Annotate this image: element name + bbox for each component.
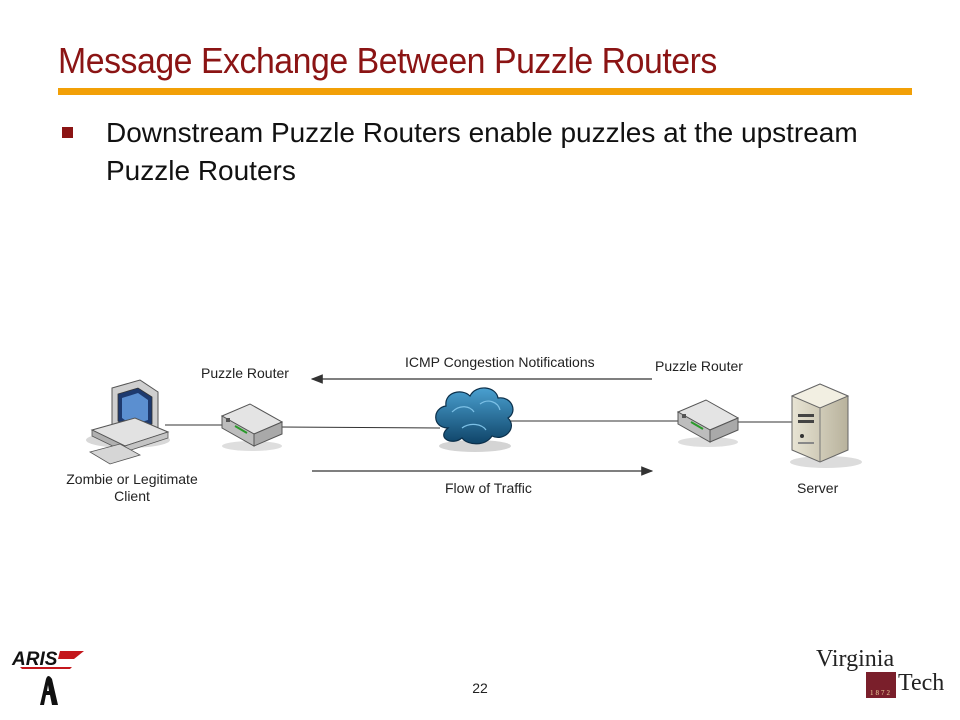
client-computer-icon xyxy=(86,379,170,465)
server-label: Server xyxy=(797,480,839,496)
client-label-line2: Client xyxy=(114,488,150,504)
icmp-label: ICMP Congestion Notifications xyxy=(405,354,595,370)
internet-cloud-icon xyxy=(435,387,514,452)
bullet-marker xyxy=(62,127,73,138)
page-number: 22 xyxy=(472,680,488,696)
aris-logo-text: ARIS xyxy=(11,649,58,670)
vt-logo-line2: Tech xyxy=(898,670,944,696)
right-router-icon xyxy=(676,399,740,447)
virginia-tech-logo: Virginia 1872 Tech xyxy=(812,642,952,707)
right-router-label: Puzzle Router xyxy=(655,358,743,374)
left-router-label: Puzzle Router xyxy=(201,365,289,381)
title-underline xyxy=(58,88,912,95)
left-router-icon xyxy=(220,403,284,451)
slide-title: Message Exchange Between Puzzle Routers xyxy=(58,40,717,81)
aris-logo-graphic: ARIS xyxy=(11,649,84,705)
traffic-label: Flow of Traffic xyxy=(445,480,532,496)
vt-logo-year: 1872 xyxy=(870,689,892,697)
virginia-tech-logo-graphic: Virginia 1872 Tech xyxy=(816,646,944,698)
client-label-line1: Zombie or Legitimate xyxy=(66,471,198,487)
client-label: Zombie or Legitimate Client xyxy=(52,471,212,505)
bullet-text: Downstream Puzzle Routers enable puzzles… xyxy=(106,117,858,186)
connection-lines xyxy=(165,420,795,429)
vt-logo-line1: Virginia xyxy=(816,646,894,672)
aris-logo: ARIS xyxy=(10,645,88,712)
server-icon xyxy=(790,383,862,468)
